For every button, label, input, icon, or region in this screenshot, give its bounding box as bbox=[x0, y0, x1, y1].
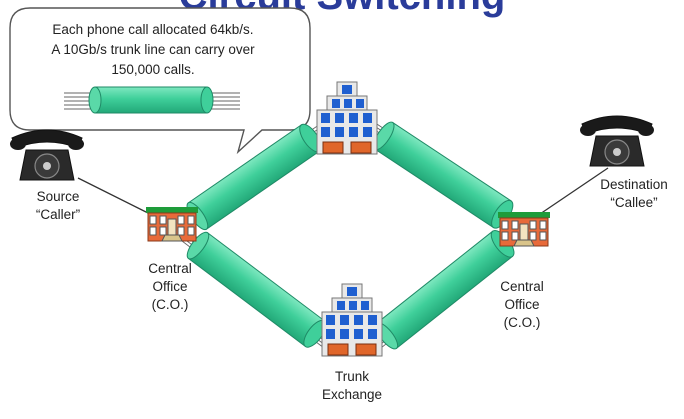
trunk-exchange-label: Trunk Exchange bbox=[321, 369, 383, 402]
source-label: Source “Caller” bbox=[35, 189, 81, 222]
central-office-left-label: Central Office (C.O.) bbox=[148, 261, 192, 312]
trunk-exchange-bottom-building bbox=[321, 283, 383, 357]
source-telephone bbox=[10, 129, 84, 181]
destination-label: Destination “Callee” bbox=[600, 177, 668, 210]
destination-line bbox=[539, 167, 609, 215]
callout-line-2: A 10Gb/s trunk line can carry over bbox=[51, 42, 255, 57]
source-line bbox=[77, 177, 151, 215]
callout-text: Each phone call allocated 64kb/s. A 10Gb… bbox=[22, 20, 284, 80]
central-office-right-label: Central Office (C.O.) bbox=[500, 279, 544, 330]
trunk-exchange-top-building bbox=[316, 81, 378, 155]
callout-trunk-icon bbox=[64, 86, 240, 114]
destination-telephone bbox=[580, 115, 654, 167]
central-office-left-building bbox=[146, 207, 198, 242]
callout-line-1: Each phone call allocated 64kb/s. bbox=[52, 22, 254, 37]
central-office-right-building bbox=[498, 212, 550, 247]
trunk-links bbox=[176, 121, 525, 351]
trunk-co-left-to-bottom bbox=[176, 226, 334, 351]
callout-bubble bbox=[9, 7, 311, 155]
callout-line-3: 150,000 calls. bbox=[111, 62, 195, 77]
